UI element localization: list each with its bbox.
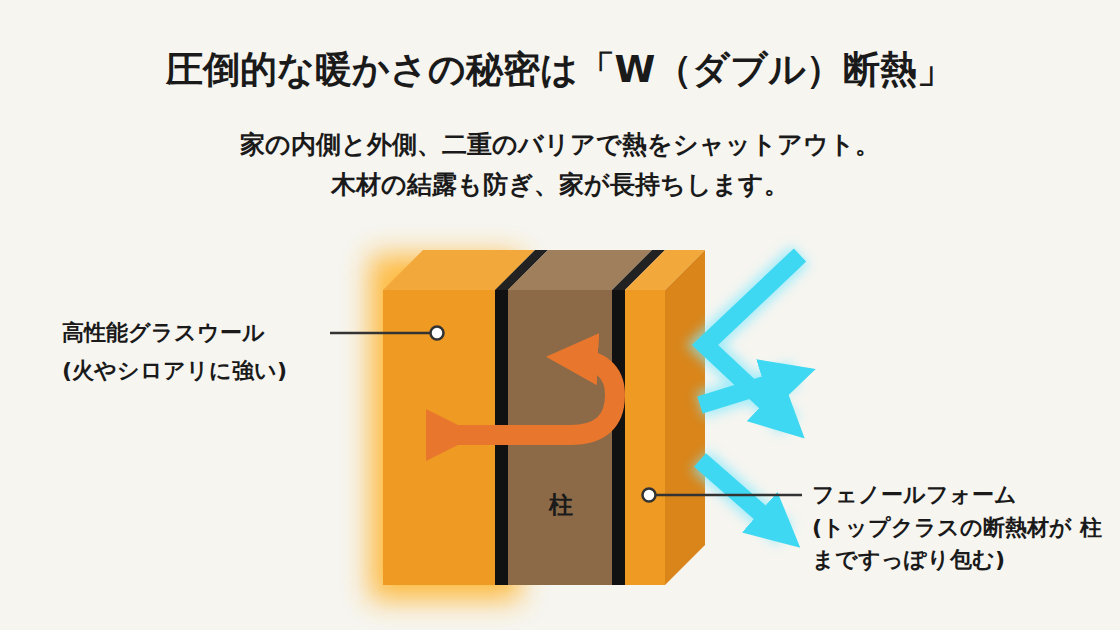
title: 圧倒的な暖かさの秘密は「W（ダブル）断熱」 <box>166 45 955 95</box>
callout-note: (トップクラスの断熱材が 柱まですっぽり包む) <box>812 512 1102 576</box>
subtitle: 家の内側と外側、二重のバリアで熱をシャットアウト。 <box>240 128 880 162</box>
leader-line <box>643 489 803 502</box>
heat-arrow <box>452 358 615 435</box>
leader-line <box>330 327 444 340</box>
subtitle: 木材の結露も防ぎ、家が長持ちします。 <box>331 168 789 202</box>
callout-label: フェノールフォーム <box>812 480 1017 510</box>
callout-note: (火やシロアリに強い) <box>62 356 287 386</box>
pillar-label: 柱 <box>549 489 573 521</box>
callout-label: 高性能グラスウール <box>62 318 265 348</box>
phenolic-foam-panel <box>625 250 705 585</box>
pillar-label-box: 柱 <box>543 485 579 525</box>
cold-arrows <box>700 255 800 535</box>
